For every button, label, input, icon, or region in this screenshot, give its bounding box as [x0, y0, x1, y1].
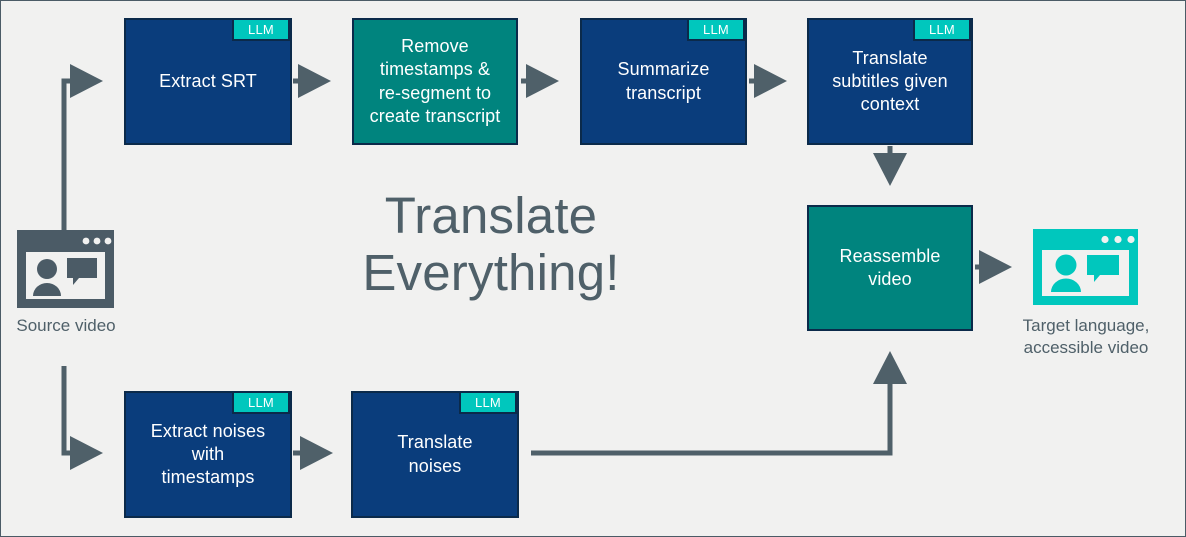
node-summarize-transcript-label: Summarize transcript — [617, 59, 710, 103]
node-extract-noises-label: Extract noises with timestamps — [150, 420, 266, 488]
edge-source-to-extract-srt — [61, 64, 104, 233]
node-translate-noises-label: Translate noises — [397, 432, 473, 476]
diagram-title: Translate Everything! — [362, 187, 620, 302]
node-remove-timestamps[interactable]: Remove timestamps & re-segment to create… — [352, 18, 518, 145]
source-video-label: Source video — [16, 316, 116, 335]
node-reassemble-video[interactable]: Reassemble video — [807, 205, 973, 331]
llm-badge-summarize-transcript: LLM — [687, 18, 745, 41]
edge-source-to-extract-noises — [61, 366, 104, 470]
node-reassemble-video-label: Reassemble video — [839, 245, 941, 289]
target-video-icon — [1033, 229, 1138, 305]
node-translate-subtitles-label: Translate subtitles given context — [832, 47, 948, 115]
llm-badge-translate-subtitles: LLM — [913, 18, 971, 41]
llm-badge-translate-noises: LLM — [459, 391, 517, 414]
target-video-label: Target language, accessible video — [1022, 316, 1150, 358]
edge-translate-noises-to-reassemble — [531, 350, 907, 456]
llm-badge-extract-srt: LLM — [232, 18, 290, 41]
node-extract-srt-label: Extract SRT — [159, 70, 257, 91]
llm-badge-extract-noises: LLM — [232, 391, 290, 414]
node-extract-srt[interactable]: Extract SRT — [124, 18, 292, 145]
node-remove-timestamps-label: Remove timestamps & re-segment to create… — [369, 36, 501, 126]
source-video-icon — [17, 230, 114, 308]
